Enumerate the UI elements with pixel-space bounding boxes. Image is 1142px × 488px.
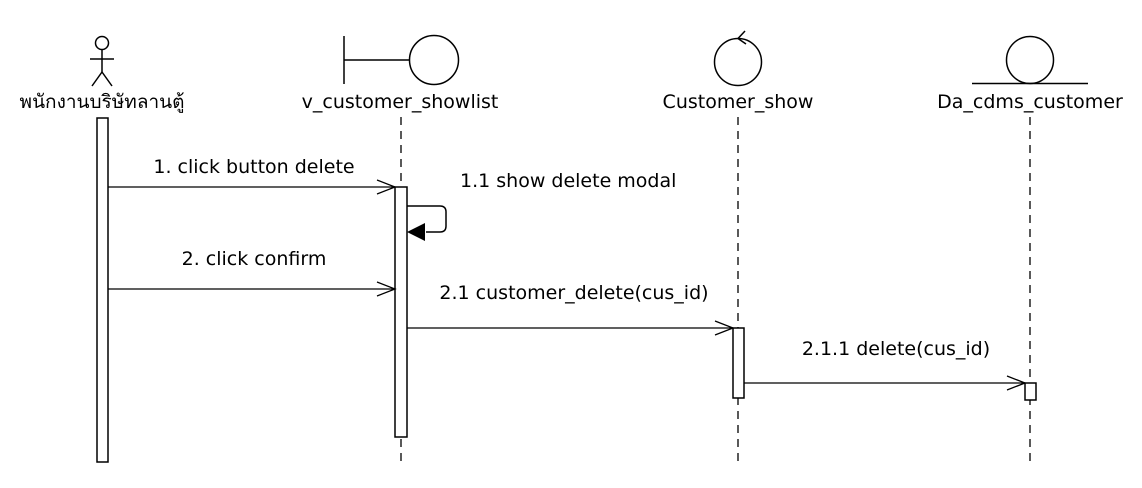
boundary-participant: v_customer_showlist [302,34,499,463]
message-1-1-arrowhead [407,223,425,241]
control-icon [713,30,763,87]
entity-icon [972,35,1088,85]
message-2-1-1-arrowhead [1006,375,1027,391]
message-1-1-label: 1.1 show delete modal [460,170,676,192]
actor-label: พนักงานบริษัทลานตู้ [20,91,185,113]
message-2-1-1: 2.1.1 delete(cus_id) [744,338,1027,391]
actor-participant: พนักงานบริษัทลานตู้ [20,35,185,463]
message-2-1-label: 2.1 customer_delete(cus_id) [439,282,708,304]
message-1-label: 1. click button delete [153,156,354,178]
message-1-arrowhead [376,179,397,195]
message-2-arrowhead [376,281,397,297]
entity-participant: Da_cdms_customer [937,35,1123,463]
message-2-1: 2.1 customer_delete(cus_id) [407,282,735,336]
message-2-1-1-label: 2.1.1 delete(cus_id) [802,338,990,360]
boundary-label: v_customer_showlist [302,91,499,113]
control-activation-bar [732,327,745,399]
boundary-icon [343,34,460,86]
entity-activation-bar [1024,382,1037,401]
actor-activation-bar [96,117,109,463]
message-2-label: 2. click confirm [182,248,327,270]
entity-label: Da_cdms_customer [937,91,1123,113]
message-2-1-arrowhead [714,320,735,336]
message-1: 1. click button delete [108,156,397,195]
message-1-1: 1.1 show delete modal [407,170,676,241]
message-2: 2. click confirm [108,248,397,297]
control-label: Customer_show [663,91,814,113]
boundary-activation-bar [394,186,408,438]
message-1-1-loop [407,205,447,233]
control-participant: Customer_show [663,30,814,463]
actor-icon [90,35,114,87]
